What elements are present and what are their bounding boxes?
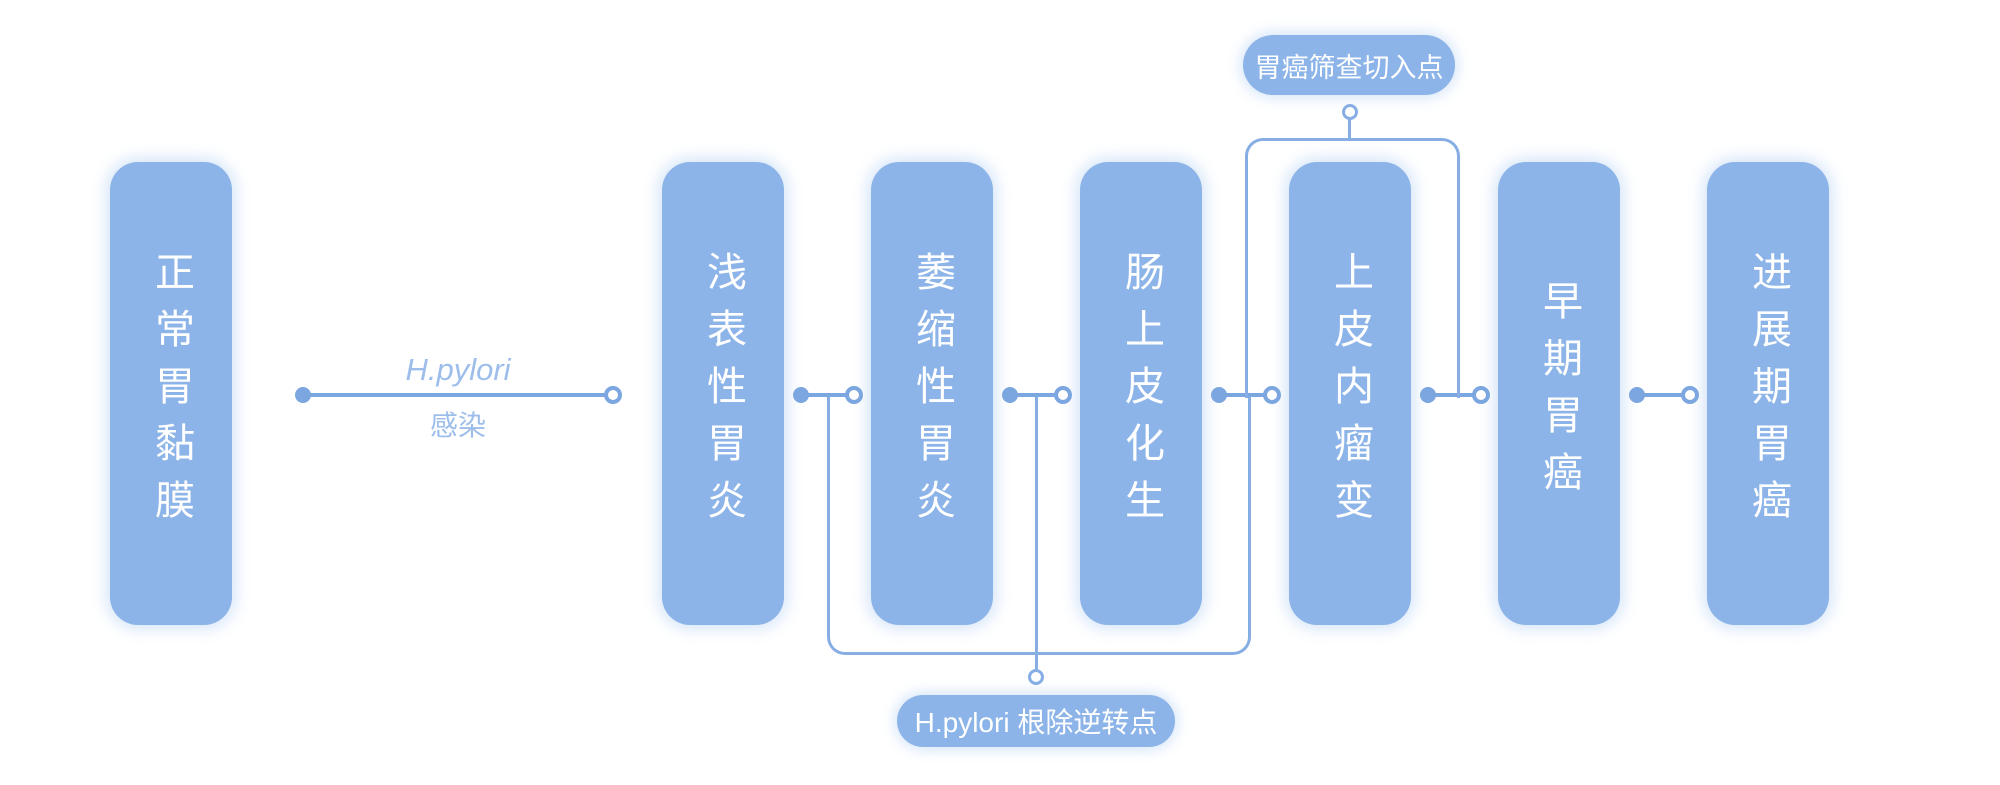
screening-anchor-ring-icon <box>1342 104 1358 120</box>
stage-box-advanced-gastric-cancer: 进展期胃癌 <box>1707 162 1829 625</box>
stage-label-atrophic-gastritis: 萎缩性胃炎 <box>910 251 954 536</box>
transition-label-hpylori: H.pylori <box>405 352 511 387</box>
stage-label-intraepithelial-neoplasia: 上皮内瘤变 <box>1328 251 1372 536</box>
transition-label-infection: 感染 <box>429 410 486 441</box>
stage-box-intraepithelial-neoplasia: 上皮内瘤变 <box>1289 162 1411 625</box>
stage-label-advanced-gastric-cancer: 进展期胃癌 <box>1746 251 1790 536</box>
stage-box-atrophic-gastritis: 萎缩性胃炎 <box>871 162 993 625</box>
connector-start-dot-icon <box>1002 387 1018 403</box>
eradication-anchor-ring-icon <box>1028 669 1044 685</box>
stage-box-superficial-gastritis: 浅表性胃炎 <box>662 162 784 625</box>
connector-start-dot-icon <box>1420 387 1436 403</box>
connector-end-ring-icon <box>1054 386 1072 404</box>
stage-box-intestinal-metaplasia: 肠上皮化生 <box>1080 162 1202 625</box>
stage-box-early-gastric-cancer: 早期胃癌 <box>1498 162 1620 625</box>
screening-bracket <box>1245 138 1460 398</box>
eradication-pill: H.pylori 根除逆转点 <box>897 695 1175 747</box>
connector-end-ring-icon <box>845 386 863 404</box>
connector-line-6 <box>1637 393 1690 397</box>
connector-line-1 <box>303 393 613 397</box>
connector-end-ring-icon <box>1263 386 1281 404</box>
screening-stem-line <box>1348 119 1351 139</box>
connector-line-3 <box>1010 393 1063 397</box>
eradication-bracket <box>827 397 1251 655</box>
connector-end-ring-icon <box>604 386 622 404</box>
stage-box-normal-gastric-mucosa: 正常胃黏膜 <box>110 162 232 625</box>
connector-start-dot-icon <box>295 387 311 403</box>
stage-label-early-gastric-cancer: 早期胃癌 <box>1537 279 1581 508</box>
eradication-label: H.pylori 根除逆转点 <box>914 707 1158 738</box>
eradication-stem-line <box>1035 397 1038 669</box>
connector-start-dot-icon <box>793 387 809 403</box>
connector-line-2 <box>801 393 854 397</box>
screening-entry-pill: 胃癌筛查切入点 <box>1243 35 1455 95</box>
stage-label-normal-gastric-mucosa: 正常胃黏膜 <box>149 251 193 536</box>
stage-label-superficial-gastritis: 浅表性胃炎 <box>701 251 745 536</box>
connector-start-dot-icon <box>1629 387 1645 403</box>
connector-end-ring-icon <box>1472 386 1490 404</box>
screening-entry-label: 胃癌筛查切入点 <box>1254 52 1444 83</box>
connector-start-dot-icon <box>1211 387 1227 403</box>
stage-label-intestinal-metaplasia: 肠上皮化生 <box>1119 251 1163 536</box>
connector-end-ring-icon <box>1681 386 1699 404</box>
